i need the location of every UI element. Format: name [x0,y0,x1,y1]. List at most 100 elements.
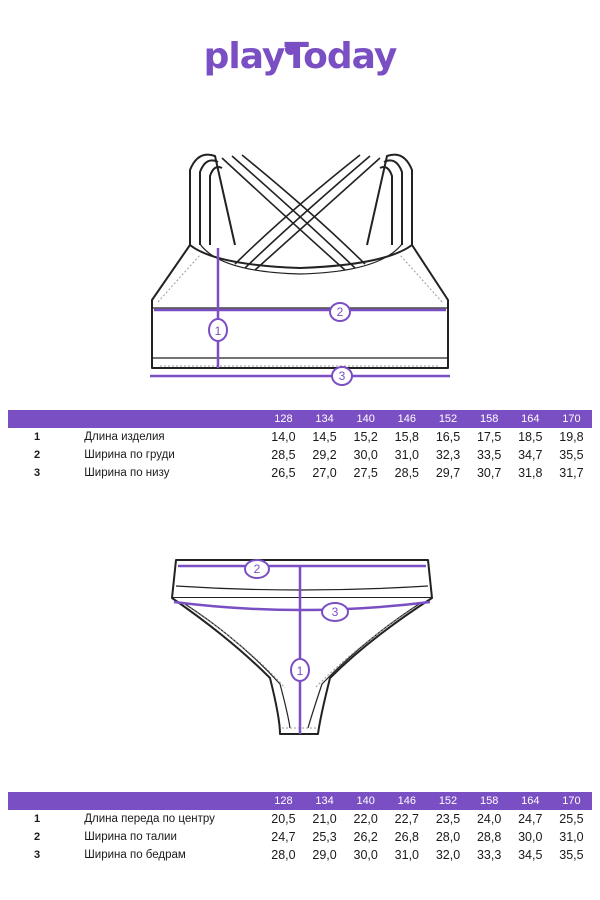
table-cell: 24,7 [518,812,543,826]
top-garment-sketch: 1 2 3 [150,153,450,386]
size-header-row: 128 134 140 146 152 158 164 170 [8,410,592,428]
table-row: 2 Ширина по груди 28,5 29,2 30,0 31,0 32… [8,446,592,464]
table-cell: 22,7 [394,812,420,826]
table-cell: 35,5 [559,848,584,862]
table-cell: 26,2 [353,830,378,844]
marker-2-label: 2 [254,562,261,576]
table-cell: 16,5 [435,430,461,444]
bottom-size-table: 128 134 140 146 152 158 164 170 1 Длина … [8,792,592,864]
row-number: 1 [34,431,41,443]
size-header: 128 [274,413,293,425]
table-cell: 28,5 [394,466,420,480]
marker-3-label: 3 [332,605,339,619]
table-cell: 31,0 [559,830,584,844]
size-header: 170 [562,413,581,425]
table-cell: 19,8 [559,430,584,444]
table-cell: 28,0 [271,848,296,862]
size-header: 134 [315,795,334,807]
marker-2-label: 2 [337,305,344,319]
table-cell: 23,5 [435,812,461,826]
brand-logo-dot [285,44,296,55]
table-cell: 30,7 [476,466,502,480]
bottom-garment-sketch: 2 3 1 [171,559,433,735]
marker-1-label: 1 [297,664,304,678]
size-header: 164 [521,413,540,425]
size-header: 146 [397,795,417,807]
table-cell: 29,2 [312,448,337,462]
table-cell: 34,7 [518,448,543,462]
table-cell: 14,0 [271,430,296,444]
size-header: 170 [562,795,581,807]
table-cell: 27,0 [312,466,337,480]
top-size-table: 128 134 140 146 152 158 164 170 1 Длина … [8,410,592,482]
table-cell: 30,0 [518,830,543,844]
marker-2 [244,559,270,579]
size-header: 158 [479,795,499,807]
marker-3-label: 3 [339,369,346,383]
brand-logo-text: playToday [203,36,398,77]
table-cell: 22,0 [353,812,378,826]
size-header: 152 [438,413,458,425]
marker-1-label: 1 [215,324,222,338]
table-row: 2 Ширина по талии 24,7 25,3 26,2 26,8 28… [8,828,592,846]
row-label: Длина переда по центру [84,813,215,825]
table-cell: 30,0 [353,848,378,862]
size-header: 152 [438,795,458,807]
table-row: 1 Длина переда по центру 20,5 21,0 22,0 … [8,810,592,828]
table-cell: 15,2 [353,430,378,444]
table-cell: 32,0 [435,848,461,862]
row-number: 3 [34,849,41,861]
marker-2 [329,302,351,322]
row-label: Ширина по низу [84,467,170,479]
table-cell: 35,5 [559,448,584,462]
row-label: Длина изделия [84,431,165,443]
table-row: 1 Длина изделия 14,0 14,5 15,2 15,8 16,5… [8,428,592,446]
size-header: 158 [479,413,499,425]
table-cell: 24,7 [271,830,296,844]
table-row: 3 Ширина по бедрам 28,0 29,0 30,0 31,0 3… [8,846,592,864]
table-cell: 29,0 [312,848,337,862]
size-header: 140 [356,795,375,807]
table-cell: 26,5 [271,466,296,480]
table-cell: 15,8 [394,430,420,444]
table-cell: 17,5 [476,430,502,444]
table-row: 3 Ширина по низу 26,5 27,0 27,5 28,5 29,… [8,464,592,482]
table-cell: 34,5 [518,848,543,862]
size-header: 146 [397,413,417,425]
table-cell: 31,0 [394,848,420,862]
size-header-row: 128 134 140 146 152 158 164 170 [8,792,592,810]
row-number: 2 [34,831,41,843]
marker-1 [208,318,228,342]
row-number: 3 [34,467,41,479]
table-cell: 28,5 [271,448,296,462]
size-header: 128 [274,795,293,807]
row-number: 1 [34,813,41,825]
table-cell: 26,8 [394,830,420,844]
table-cell: 33,3 [476,848,502,862]
marker-1 [290,658,310,682]
marker-3 [321,602,349,622]
row-label: Ширина по бедрам [84,849,186,861]
table-cell: 14,5 [312,430,337,444]
row-label: Ширина по груди [84,449,175,461]
row-label: Ширина по талии [84,831,177,843]
row-number: 2 [34,449,41,461]
size-header: 134 [315,413,334,425]
table-cell: 25,5 [559,812,584,826]
brand-logo: playToday [0,36,600,77]
table-cell: 31,0 [394,448,420,462]
table-cell: 31,7 [559,466,584,480]
table-cell: 30,0 [353,448,378,462]
size-header: 140 [356,413,375,425]
table-cell: 32,3 [435,448,461,462]
table-cell: 18,5 [518,430,543,444]
table-cell: 29,7 [435,466,461,480]
table-cell: 21,0 [312,812,337,826]
table-cell: 20,5 [271,812,296,826]
table-cell: 25,3 [312,830,337,844]
size-header: 164 [521,795,540,807]
table-cell: 33,5 [476,448,502,462]
table-cell: 31,8 [518,466,543,480]
table-cell: 28,8 [476,830,502,844]
table-cell: 28,0 [435,830,461,844]
